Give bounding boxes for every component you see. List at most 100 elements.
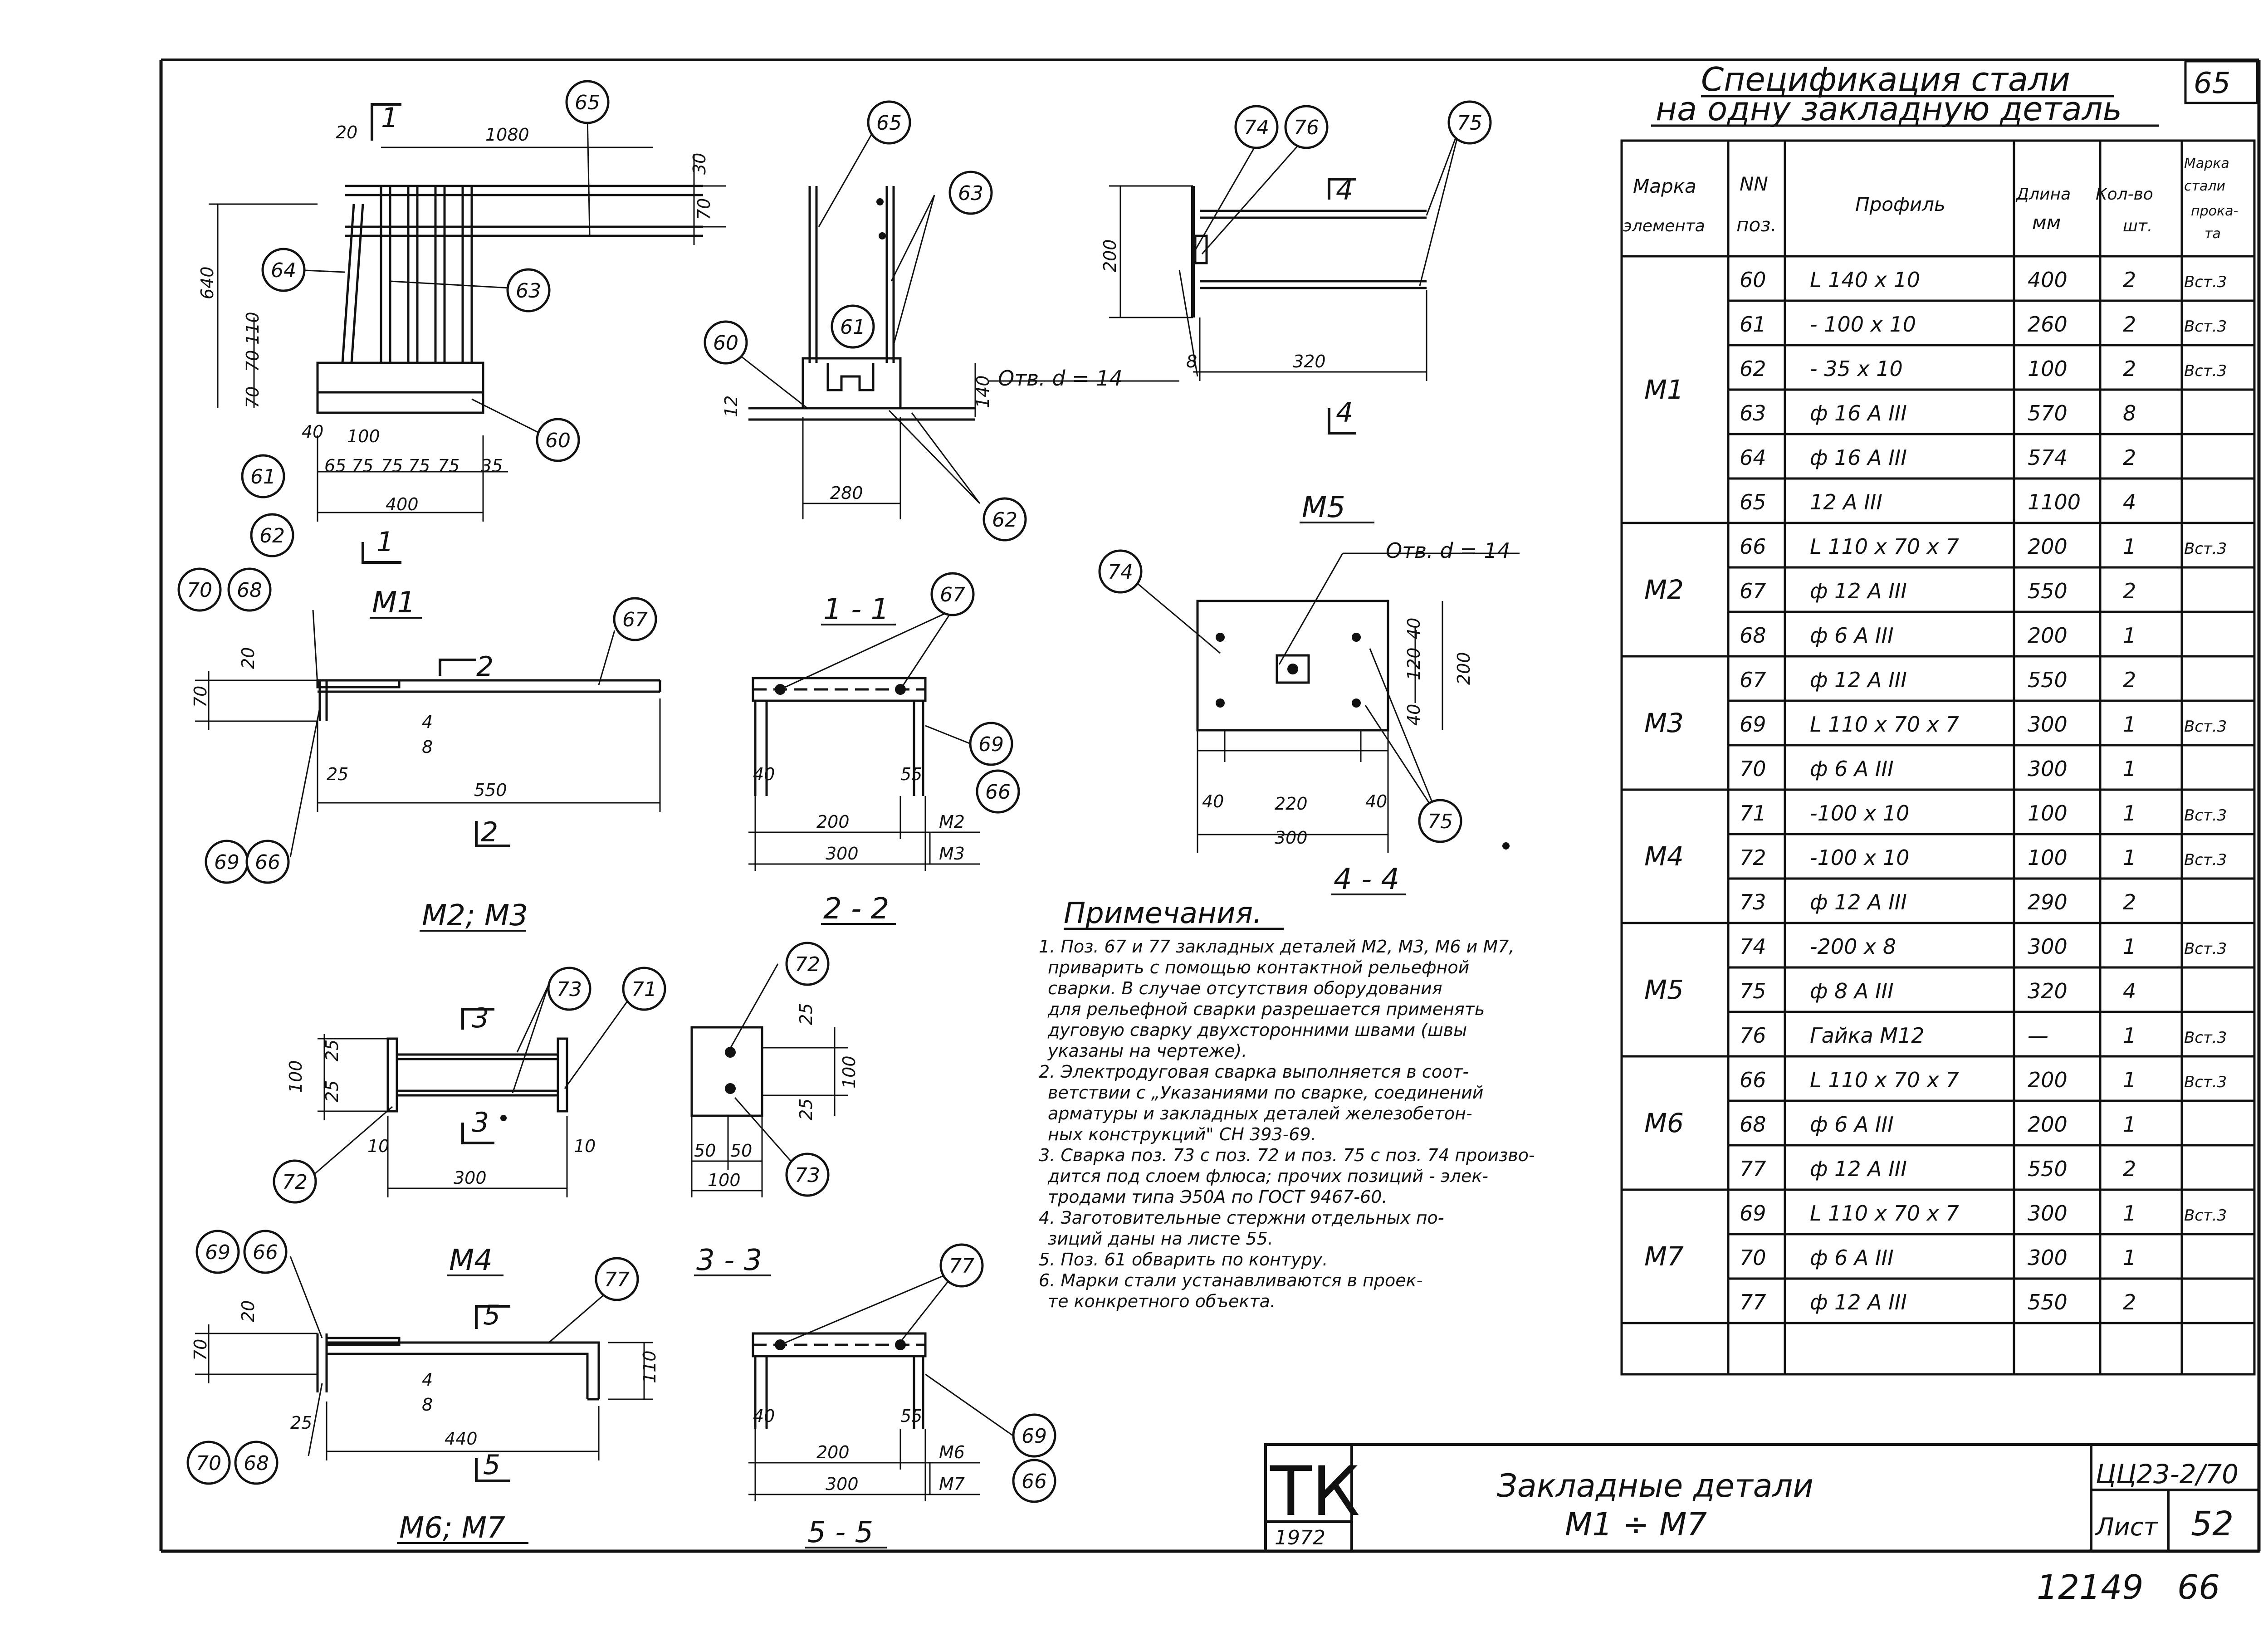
dim-s55-300: 300 [826,1474,859,1494]
drawings [195,103,1520,1501]
note-line: ных конструкций" СН 393-69. [1048,1124,1316,1144]
label-sec11: 1 - 1 [823,593,889,626]
callout-number: 68 [237,579,262,602]
spec-cell-steel: Вст.3 [2184,718,2227,736]
spec-cell-pos: 68 [1740,623,1766,648]
note-line: 2. Электродуговая сварка выполняется в с… [1039,1062,1469,1082]
dim-m2-70: 70 [191,686,210,708]
spec-cell-pos: 66 [1740,1068,1766,1092]
spec-cell-pos: 70 [1740,1245,1766,1270]
spec-cell-qty: 1 [2123,757,2136,781]
dim-m5-40b: 40 [1404,704,1424,726]
callout-circle [867,100,911,145]
dim-s22-100b: 100 [708,1170,741,1190]
callout-number: 62 [992,508,1017,532]
label-m5: М5 [1302,491,1345,524]
cut-1b: 1 [376,526,394,558]
spec-cell-length: 200 [2028,623,2068,648]
spec-group-mark: М4 [1644,841,1684,872]
spec-cell-steel: Вст.3 [2184,540,2227,558]
callout-number: 77 [604,1268,630,1291]
label-sec55: 5 - 5 [807,1516,873,1549]
spec-cell-profile: ф 12 А III [1810,668,1907,692]
spec-cell-pos: 68 [1740,1112,1766,1137]
dim-m6-25: 25 [290,1413,312,1433]
header-profile: Профиль [1855,193,1945,215]
dim-s55-40: 40 [753,1406,775,1426]
dim-m1-70c: 70 [243,386,263,408]
spec-cell-qty: 2 [2123,357,2136,381]
dim-r-320: 320 [1293,352,1326,371]
spec-cell-profile: ф 16 А III [1810,445,1907,470]
spec-cell-steel: Вст.3 [2184,1029,2227,1047]
callout-circle [227,567,272,612]
spec-cell-length: 100 [2028,357,2068,381]
dim-m4-10a: 10 [367,1136,389,1156]
note-line: дится под слоем флюса; прочих позиций - … [1047,1166,1488,1186]
spec-cell-length: 290 [2028,890,2068,914]
dim-r-8: 8 [1186,352,1197,371]
sheet-corner-number: 65 [2194,67,2230,100]
dim-s11-m2: М2 [939,812,965,832]
header-length-2: мм [2032,211,2061,234]
spec-cell-qty: 4 [2123,979,2136,1003]
spec-group-mark: М2 [1644,574,1684,605]
callout-circle [250,513,294,557]
spec-cell-qty: 1 [2123,845,2136,870]
title-block [1264,1443,2260,1553]
titleblock-logo: ТК [1270,1452,1360,1531]
dim-s55-m7: М7 [939,1474,965,1494]
callout-number: 66 [253,1241,278,1264]
dim-s55-55: 55 [900,1406,922,1426]
spec-group-mark: М5 [1644,974,1684,1005]
spec-cell-profile: ф 8 А III [1810,979,1894,1003]
note-line: дуговую сварку двухсторонними швами (швы [1047,1020,1467,1040]
spec-cell-profile: ф 12 А III [1810,579,1907,603]
spec-cell-qty: 2 [2123,312,2136,337]
callout-number: 71 [631,978,657,1001]
spec-cell-length: 300 [2028,712,2068,737]
callout-circle [1012,1413,1056,1458]
callout-circle [976,769,1020,814]
label-hole-1: Отв. d = 14 [998,366,1123,391]
callout-circle [948,171,993,215]
dim-r-200: 200 [1100,239,1120,272]
callout-circle [536,418,580,462]
dim-s11-300: 300 [826,844,859,864]
spec-cell-qty: 1 [2123,534,2136,559]
dim-s22-25a: 25 [796,1003,816,1025]
header-mark-1: Марка [1633,175,1696,197]
note-line: арматуры и закладных деталей железобетон… [1048,1104,1472,1123]
titleblock-title-2: М1 ÷ М7 [1565,1506,1707,1543]
note-line: 6. Марки стали устанавливаются в проек- [1039,1270,1422,1290]
spec-cell-profile: L 110 х 70 х 7 [1810,534,1959,559]
spec-cell-length: 550 [2028,1157,2068,1181]
spec-cell-length: 574 [2028,445,2068,470]
dim-m6-20: 20 [238,1300,258,1322]
dim-m1-75a: 75 [352,456,373,476]
spec-cell-qty: 2 [2123,1157,2136,1181]
dim-m1-110: 110 [243,312,263,345]
spec-cell-pos: 66 [1740,534,1766,559]
spec-cell-qty: 1 [2123,1112,2136,1137]
callout-circle [261,248,306,292]
callout-number: 75 [1427,810,1453,833]
dim-m5-40d: 40 [1365,791,1387,811]
spec-cell-length: 550 [2028,668,2068,692]
dim-m1-35: 35 [481,456,503,476]
header-qty-2: шт. [2123,217,2152,235]
notes-heading: Примечания. [1064,897,1262,930]
spec-cell-length: 300 [2028,934,2068,959]
label-m4: М4 [449,1244,493,1277]
label-sec33: 3 - 3 [696,1244,762,1277]
dim-m1-30: 30 [689,153,709,175]
spec-cell-steel: Вст.3 [2184,362,2227,380]
cut-2a: 2 [476,651,494,683]
spec-cell-pos: 70 [1740,757,1766,781]
callout-circle [273,1159,317,1204]
label-m2m3: М2; М3 [422,899,528,933]
callout-number: 60 [545,429,571,452]
dim-m5-300: 300 [1275,828,1308,848]
dim-m2-550: 550 [474,780,507,800]
spec-cell-qty: 2 [2123,268,2136,292]
